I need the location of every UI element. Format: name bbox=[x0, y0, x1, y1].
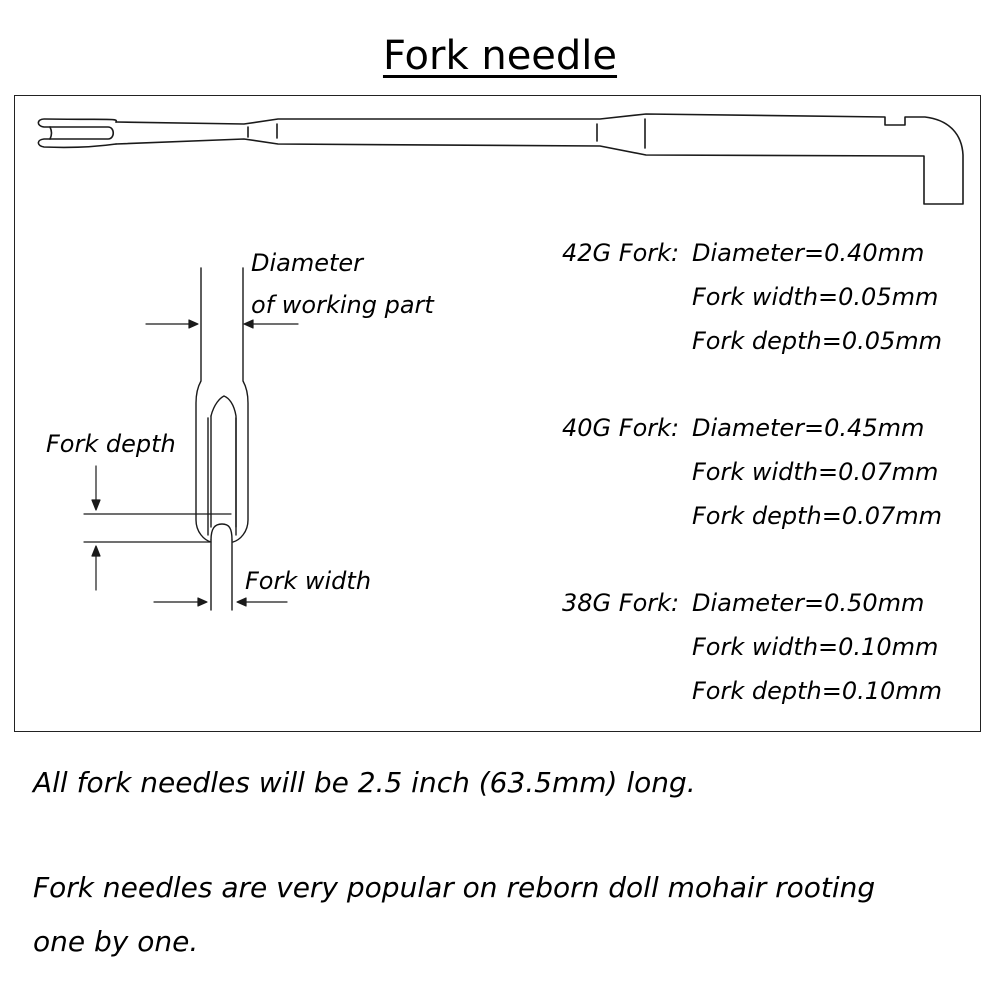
usage-note-line2: one by one. bbox=[33, 925, 199, 958]
diagram-frame bbox=[14, 95, 981, 732]
title-text: Fork needle bbox=[382, 33, 618, 79]
needle-full-view-icon bbox=[37, 113, 964, 205]
spec-diameter: Diameter=0.50mm bbox=[692, 589, 925, 617]
length-note: All fork needles will be 2.5 inch (63.5m… bbox=[33, 766, 696, 799]
page-title: Fork needle bbox=[0, 30, 1000, 82]
usage-note-line1: Fork needles are very popular on reborn … bbox=[33, 871, 876, 904]
fork-tip-detail-icon bbox=[195, 267, 249, 611]
spec-fork-width: Fork width=0.05mm bbox=[692, 283, 939, 311]
spec-fork-depth: Fork depth=0.05mm bbox=[692, 327, 943, 355]
diameter-label-line1: Diameter bbox=[251, 249, 364, 277]
spec-fork-depth: Fork depth=0.07mm bbox=[692, 502, 943, 530]
spec-gauge: 40G Fork: bbox=[562, 414, 680, 442]
spec-gauge: 38G Fork: bbox=[562, 589, 680, 617]
spec-diameter: Diameter=0.40mm bbox=[692, 239, 925, 267]
diameter-label-line2: of working part bbox=[251, 291, 434, 319]
spec-fork-depth: Fork depth=0.10mm bbox=[692, 677, 943, 705]
dimension-arrows-icon bbox=[83, 319, 299, 607]
spec-diameter: Diameter=0.45mm bbox=[692, 414, 925, 442]
spec-fork-width: Fork width=0.10mm bbox=[692, 633, 939, 661]
fork-depth-label: Fork depth bbox=[46, 430, 176, 458]
fork-width-label: Fork width bbox=[245, 567, 372, 595]
spec-gauge: 42G Fork: bbox=[562, 239, 680, 267]
spec-fork-width: Fork width=0.07mm bbox=[692, 458, 939, 486]
